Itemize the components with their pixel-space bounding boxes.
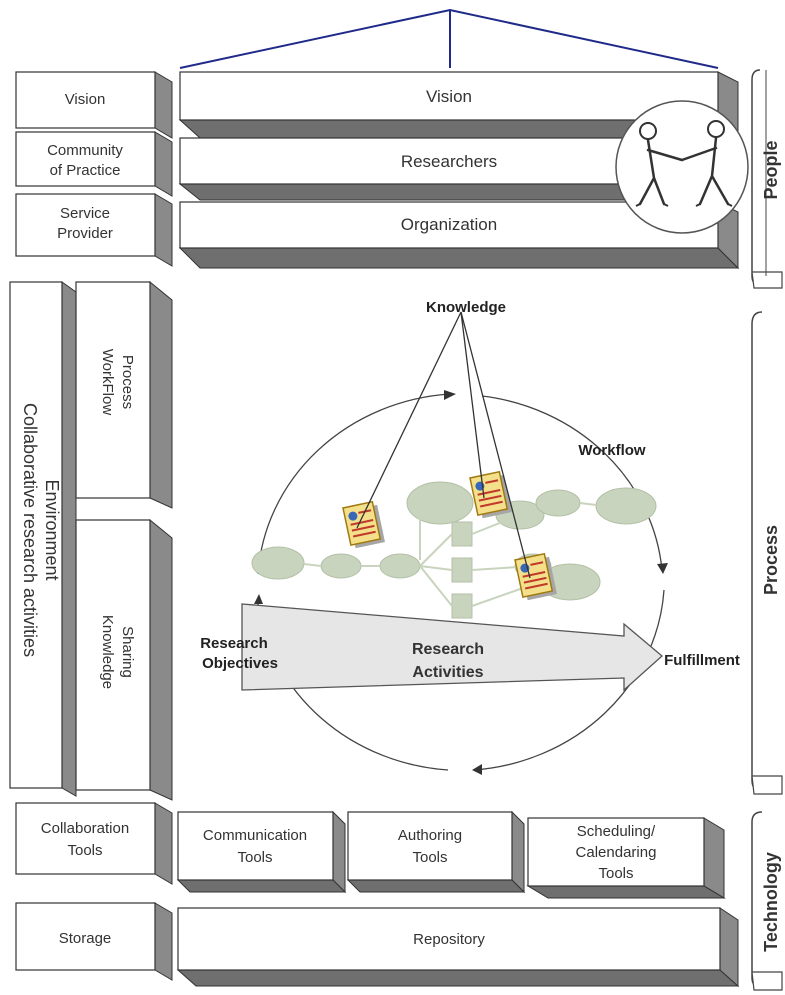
knowledge-lines	[356, 311, 531, 579]
storage-box: Storage	[15, 902, 173, 981]
research-activities-arrow	[241, 603, 663, 692]
scheduling-tools-label-c: Tools	[598, 865, 633, 882]
fulfillment-label: Fulfillment	[664, 652, 740, 669]
knowledge-sharing-box: Knowledge Sharing	[75, 518, 173, 801]
tool-box-authoring: Authoring Tools	[346, 810, 526, 894]
repository-label: Repository	[413, 931, 485, 948]
people-bar-vision: Vision	[178, 71, 740, 140]
repository-bar: Repository	[176, 907, 740, 988]
technology-label: Technology	[761, 852, 781, 952]
people-handshake-icon	[615, 100, 749, 234]
people-label: People	[761, 140, 781, 199]
tool-box-scheduling: Scheduling/ Calendaring Tools	[526, 817, 726, 899]
collab-tools-box: Collaboration Tools	[15, 802, 173, 885]
knowledge-sharing-label-b: Sharing	[119, 626, 136, 678]
people-bracket	[751, 69, 783, 289]
knowledge-sharing-label-a: Knowledge	[99, 615, 116, 689]
people-main-label-2: Researchers	[401, 152, 497, 171]
people-left-label-1: Vision	[65, 91, 106, 108]
collab-tools-label-a: Collaboration	[41, 820, 129, 837]
people-left-label-3b: Provider	[57, 225, 113, 242]
people-left-label-2a: Community	[47, 142, 123, 159]
authoring-tools-label-a: Authoring	[398, 827, 462, 844]
workflow-cycle	[254, 390, 668, 775]
process-bracket	[751, 311, 783, 795]
people-left-label-3a: Service	[60, 205, 110, 222]
authoring-tools-label-b: Tools	[412, 849, 447, 866]
document-icon	[514, 552, 557, 601]
workflow-process-box: WorkFlow Process	[75, 280, 173, 509]
tool-box-communication: Communication Tools	[176, 810, 347, 894]
collab-env-label-b: Environment	[42, 479, 62, 580]
research-activities-label-b: Activities	[412, 664, 483, 681]
technology-bracket	[751, 811, 783, 991]
process-label: Process	[761, 525, 781, 595]
people-left-label-2b: of Practice	[50, 162, 121, 179]
storage-label: Storage	[59, 930, 112, 947]
people-left-box-1: Vision	[15, 71, 173, 139]
workflow-process-label-a: WorkFlow	[99, 349, 116, 416]
people-left-box-3: Service Provider	[15, 193, 173, 267]
communication-tools-label-b: Tools	[237, 849, 272, 866]
document-icon	[342, 500, 385, 549]
people-main-label-3: Organization	[401, 215, 497, 234]
communication-tools-label-a: Communication	[203, 827, 307, 844]
workflow-nodes	[251, 481, 657, 619]
collab-tools-label-b: Tools	[67, 842, 102, 859]
document-icon	[469, 470, 512, 519]
people-left-box-2: Community of Practice	[15, 131, 173, 197]
workflow-label: Workflow	[578, 442, 646, 459]
collab-env-box: Collaborative research activities Enviro…	[9, 281, 77, 797]
workflow-connectors	[303, 502, 597, 607]
workflow-process-label-b: Process	[119, 355, 136, 409]
research-objectives-label-a: Research	[200, 635, 268, 652]
knowledge-label: Knowledge	[426, 299, 506, 316]
research-objectives-label-b: Objectives	[202, 655, 278, 672]
people-main-label-1: Vision	[426, 87, 472, 106]
research-activities-label-a: Research	[412, 641, 484, 658]
scheduling-tools-label-b: Calendaring	[576, 844, 657, 861]
scheduling-tools-label-a: Scheduling/	[577, 823, 656, 840]
collab-env-label-a: Collaborative research activities	[20, 403, 40, 657]
